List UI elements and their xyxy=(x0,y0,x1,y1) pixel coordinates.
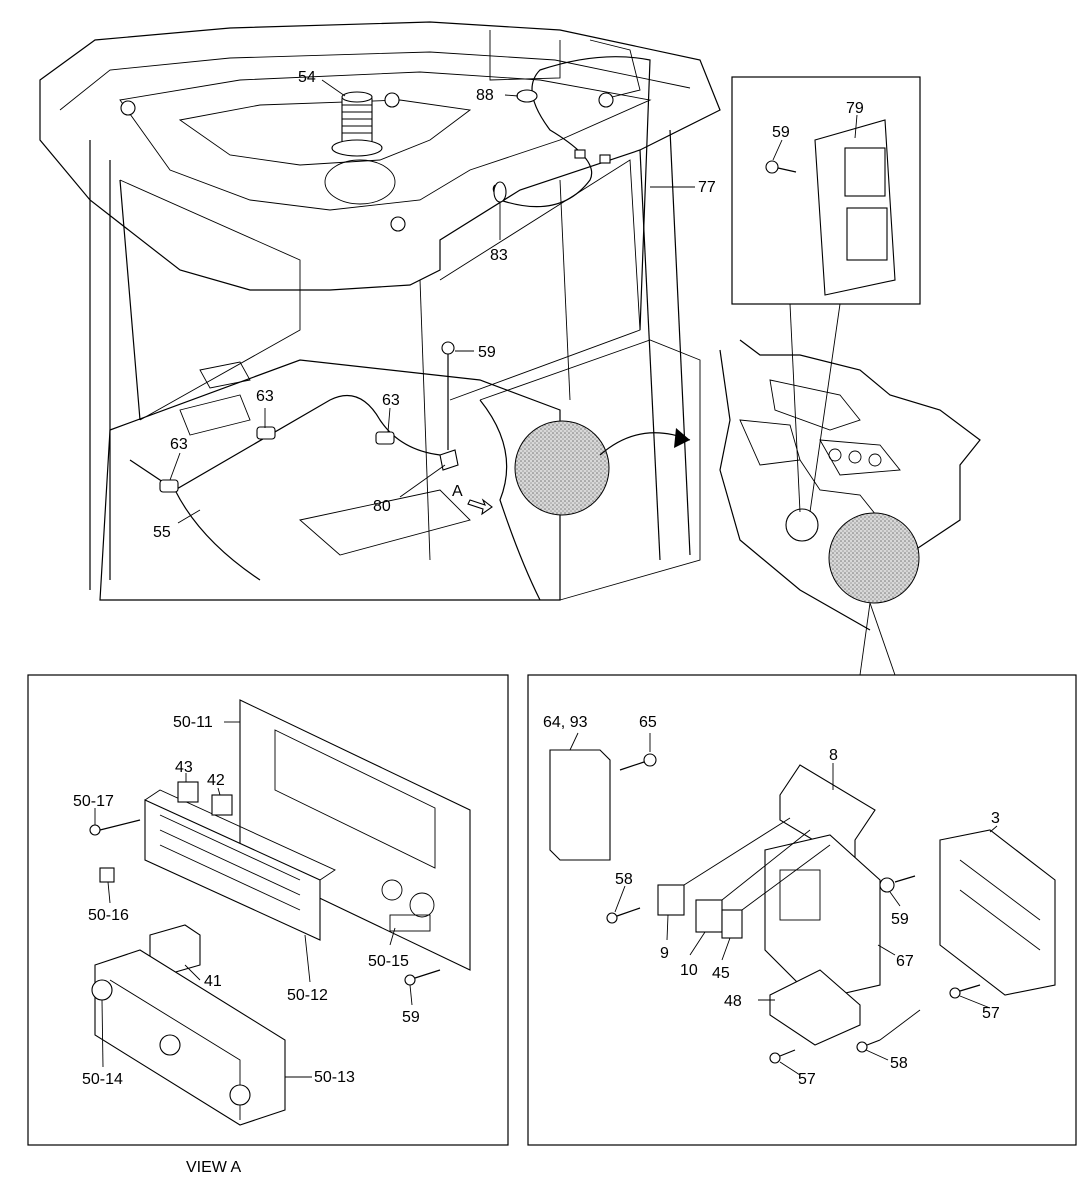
label-67: 67 xyxy=(896,953,914,970)
label-77: 77 xyxy=(698,179,716,196)
antenna-base xyxy=(324,91,396,205)
label-45: 45 xyxy=(712,965,730,982)
label-63-c: 63 xyxy=(170,436,188,453)
label-58-b: 58 xyxy=(890,1055,908,1072)
label-41: 41 xyxy=(204,973,222,990)
label-50-12: 50-12 xyxy=(287,987,328,1004)
label-50-17: 50-17 xyxy=(73,793,114,810)
detail-callout-circle xyxy=(514,420,610,516)
label-55: 55 xyxy=(153,524,171,541)
label-9: 9 xyxy=(660,945,669,962)
label-3: 3 xyxy=(991,810,1000,827)
controller-panel xyxy=(527,602,1077,1146)
label-10: 10 xyxy=(680,962,698,979)
label-65: 65 xyxy=(639,714,657,731)
label-64-93: 64, 93 xyxy=(543,714,588,731)
leader-lines xyxy=(94,79,998,1078)
view-a-panel xyxy=(27,674,509,1146)
label-63-a: 63 xyxy=(256,388,274,405)
view-a-caption: VIEW A xyxy=(186,1159,241,1176)
inset-relay-box xyxy=(731,76,921,513)
label-50-15: 50-15 xyxy=(368,953,409,970)
label-59-right: 59 xyxy=(891,911,909,928)
label-63-b: 63 xyxy=(382,392,400,409)
label-43: 43 xyxy=(175,759,193,776)
label-8: 8 xyxy=(829,747,838,764)
label-59-view-a: 59 xyxy=(402,1009,420,1026)
label-57-a: 57 xyxy=(982,1005,1000,1022)
label-58-a: 58 xyxy=(615,871,633,888)
label-88: 88 xyxy=(476,87,494,104)
label-50-14: 50-14 xyxy=(82,1071,123,1088)
console-view xyxy=(719,339,981,631)
part-labels: 54 88 77 83 59 63 63 63 80 55 A 79 59 50… xyxy=(73,69,1000,1176)
label-80: 80 xyxy=(373,498,391,515)
label-57-b: 57 xyxy=(798,1071,816,1088)
wire-harness-55 xyxy=(129,394,441,581)
label-54: 54 xyxy=(298,69,316,86)
cab-roof xyxy=(39,21,721,291)
label-83: 83 xyxy=(490,247,508,264)
label-59-inset: 59 xyxy=(772,124,790,141)
label-59-top: 59 xyxy=(478,344,496,361)
cab-assembly-view xyxy=(39,21,721,601)
cab-floor xyxy=(99,359,561,601)
label-50-16: 50-16 xyxy=(88,907,129,924)
label-79: 79 xyxy=(846,100,864,117)
label-50-11: 50-11 xyxy=(173,714,213,731)
label-50-13: 50-13 xyxy=(314,1069,355,1086)
screw-59 xyxy=(441,341,455,450)
fuse-grid xyxy=(159,814,301,911)
label-view-arrow-a: A xyxy=(452,483,463,500)
label-48: 48 xyxy=(724,993,742,1010)
label-42: 42 xyxy=(207,772,225,789)
